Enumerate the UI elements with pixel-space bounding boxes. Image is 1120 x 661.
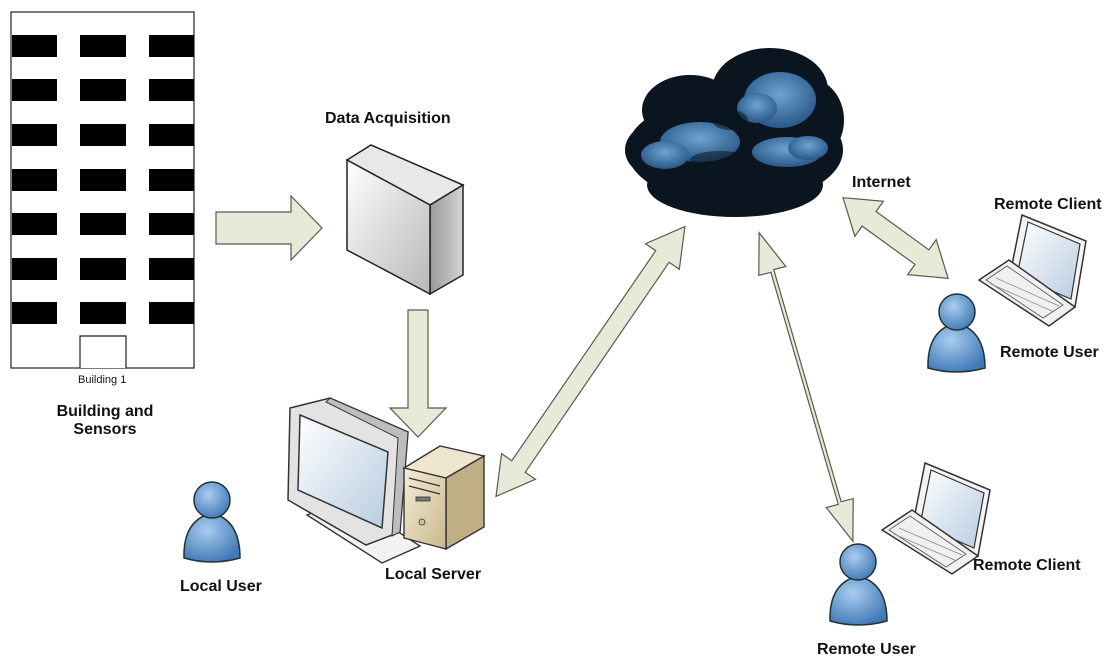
building-caption: Building 1 [78, 374, 127, 386]
building-title: Building and Sensors [40, 403, 170, 438]
building-title-line1: Building and [56, 403, 154, 420]
remote-client-top-laptop-icon [977, 213, 1087, 327]
remote-client-bottom-label: Remote Client [973, 557, 1081, 574]
remote-client-bottom-laptop-icon [880, 461, 991, 575]
arrow-building-to-acquisition [215, 194, 323, 262]
remote-user-top-person-icon [927, 293, 986, 373]
double-arrow-internet-remote-bottom [758, 230, 854, 544]
remote-user-bottom-person-icon [829, 543, 888, 626]
remote-client-top-label: Remote Client [994, 196, 1102, 213]
building-icon [10, 11, 195, 369]
internet-cloud-icon [625, 48, 844, 217]
arrow-acquisition-to-server [388, 309, 448, 438]
internet-label: Internet [852, 174, 911, 191]
local-server-icon [287, 397, 486, 564]
local-user-person-icon [183, 481, 241, 563]
data-acquisition-label: Data Acquisition [325, 110, 451, 127]
double-arrow-internet-remote-top [842, 197, 949, 279]
data-acquisition-device-icon [345, 144, 465, 296]
remote-user-top-label: Remote User [1000, 344, 1099, 361]
building-title-line2: Sensors [73, 420, 137, 438]
remote-user-bottom-label: Remote User [817, 641, 916, 658]
local-server-label: Local Server [385, 566, 482, 583]
double-arrow-server-internet [495, 225, 686, 498]
local-user-label: Local User [180, 578, 262, 595]
